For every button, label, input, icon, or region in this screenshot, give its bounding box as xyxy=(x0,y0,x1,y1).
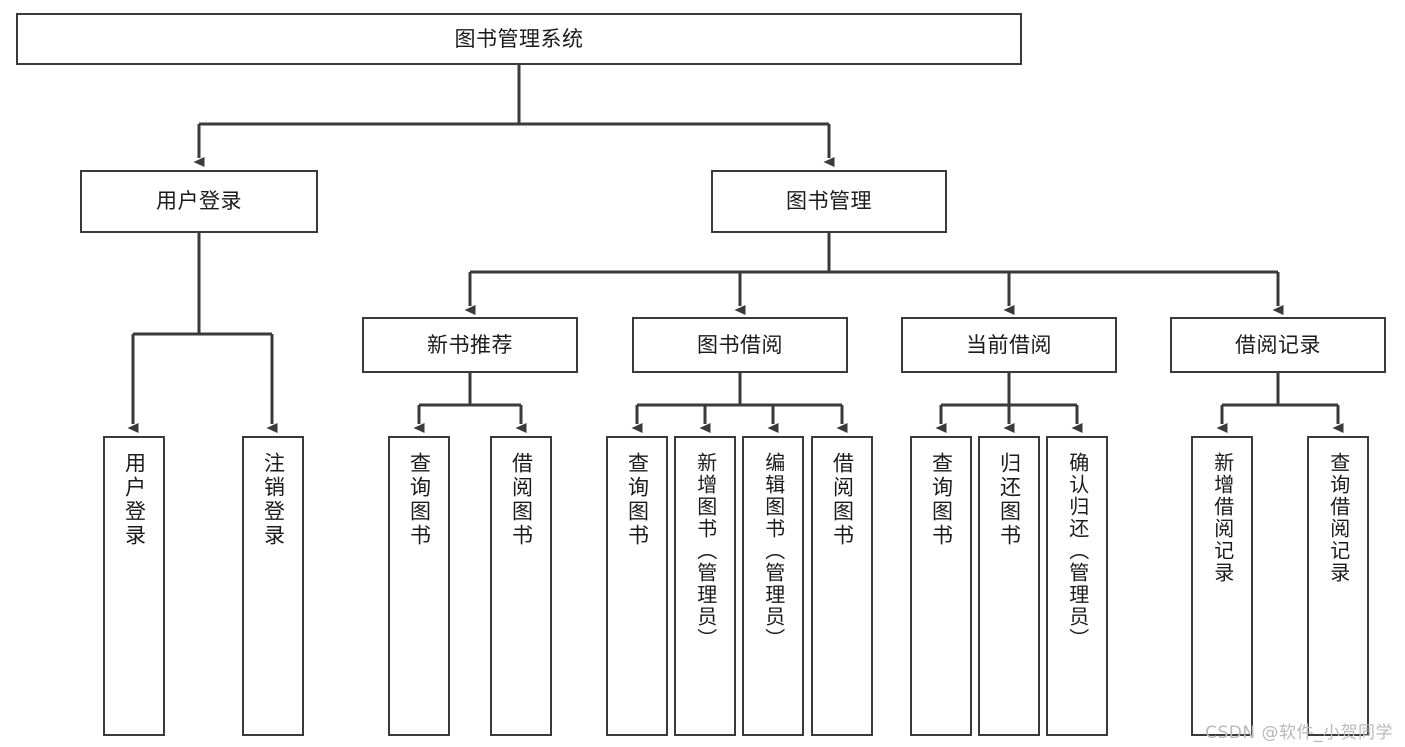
node-new-book-recommend-label: 新书推荐 xyxy=(427,332,513,357)
leaf-borrow-records-query[interactable]: 查询借阅记录 xyxy=(1307,436,1369,736)
node-user-login-label: 用户登录 xyxy=(156,189,242,214)
leaf-book-borrow-query-label: 查询图书 xyxy=(625,452,650,548)
node-book-borrow-label: 图书借阅 xyxy=(697,332,783,357)
node-book-manage[interactable]: 图书管理 xyxy=(711,170,947,233)
node-root-system-label: 图书管理系统 xyxy=(454,26,584,51)
leaf-borrow-records-add[interactable]: 新增借阅记录 xyxy=(1191,436,1253,736)
leaf-current-borrow-query-label: 查询图书 xyxy=(929,452,954,548)
leaf-current-borrow-confirm[interactable]: 确认归还（管理员） xyxy=(1046,436,1108,736)
leaf-current-borrow-query[interactable]: 查询图书 xyxy=(910,436,972,736)
leaf-book-borrow-add-label: 新增图书（管理员） xyxy=(693,452,718,650)
leaf-book-borrow-query[interactable]: 查询图书 xyxy=(606,436,668,736)
node-current-borrow-label: 当前借阅 xyxy=(966,332,1052,357)
node-book-borrow[interactable]: 图书借阅 xyxy=(632,317,848,373)
leaf-current-borrow-return[interactable]: 归还图书 xyxy=(978,436,1040,736)
leaf-borrow-records-query-label: 查询借阅记录 xyxy=(1326,452,1351,584)
node-borrow-records-label: 借阅记录 xyxy=(1235,332,1321,357)
leaf-user-login-signout-label: 注销登录 xyxy=(261,452,286,548)
node-current-borrow[interactable]: 当前借阅 xyxy=(901,317,1117,373)
leaf-new-book-borrow[interactable]: 借阅图书 xyxy=(490,436,552,736)
leaf-user-login-signin[interactable]: 用户登录 xyxy=(103,436,165,736)
leaf-user-login-signout[interactable]: 注销登录 xyxy=(242,436,304,736)
leaf-new-book-borrow-label: 借阅图书 xyxy=(509,452,534,548)
leaf-book-borrow-borrow-label: 借阅图书 xyxy=(830,452,855,548)
leaf-borrow-records-add-label: 新增借阅记录 xyxy=(1210,452,1235,584)
leaf-book-borrow-borrow[interactable]: 借阅图书 xyxy=(811,436,873,736)
leaf-new-book-query[interactable]: 查询图书 xyxy=(388,436,450,736)
leaf-book-borrow-edit-label: 编辑图书（管理员） xyxy=(761,452,786,650)
leaf-new-book-query-label: 查询图书 xyxy=(407,452,432,548)
node-new-book-recommend[interactable]: 新书推荐 xyxy=(362,317,578,373)
node-root-system[interactable]: 图书管理系统 xyxy=(16,13,1022,65)
leaf-current-borrow-confirm-label: 确认归还（管理员） xyxy=(1065,452,1090,650)
node-book-manage-label: 图书管理 xyxy=(786,189,872,214)
leaf-current-borrow-return-label: 归还图书 xyxy=(997,452,1022,548)
leaf-user-login-signin-label: 用户登录 xyxy=(122,452,147,548)
node-user-login[interactable]: 用户登录 xyxy=(80,170,318,233)
leaf-book-borrow-edit[interactable]: 编辑图书（管理员） xyxy=(742,436,804,736)
leaf-book-borrow-add[interactable]: 新增图书（管理员） xyxy=(674,436,736,736)
node-borrow-records[interactable]: 借阅记录 xyxy=(1170,317,1386,373)
